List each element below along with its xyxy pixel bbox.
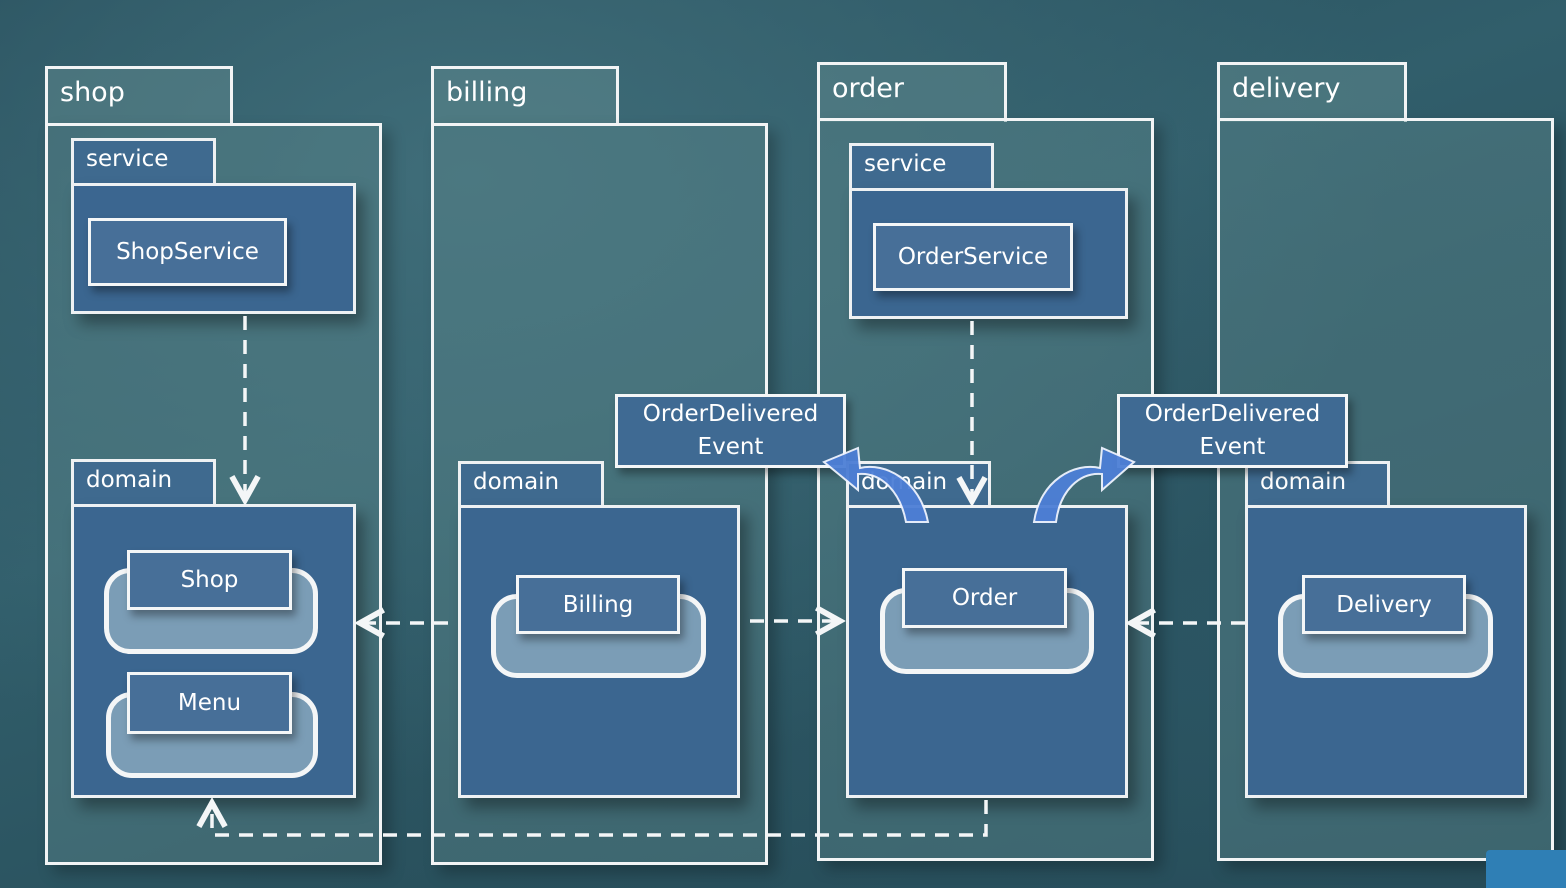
corner-control-button[interactable] — [1486, 850, 1566, 888]
subpackage-label-shop-service: service — [86, 146, 169, 172]
package-label-order: order — [832, 73, 904, 104]
event-label-line1: OrderDelivered — [1144, 401, 1321, 427]
subpackage-tab-order-service: service — [849, 143, 994, 191]
event-order-delivered-left: OrderDelivered Event — [615, 394, 846, 468]
package-tab-delivery: delivery — [1217, 62, 1407, 122]
package-label-shop: shop — [60, 77, 125, 108]
event-label-line1: OrderDelivered — [642, 401, 819, 427]
package-label-billing: billing — [446, 77, 528, 108]
class-delivery: Delivery — [1302, 575, 1466, 634]
subpackage-label-order-service: service — [864, 151, 947, 177]
event-label-line2: Event — [1199, 434, 1266, 460]
package-tab-order: order — [817, 62, 1007, 122]
curved-arrow-right-icon — [1032, 446, 1136, 523]
arrow-order-to-shop — [212, 800, 988, 837]
class-menu: Menu — [127, 672, 292, 734]
class-shop: Shop — [127, 550, 292, 610]
package-tab-billing: billing — [431, 66, 619, 126]
event-order-delivered-right: OrderDelivered Event — [1117, 394, 1348, 468]
subpackage-label-delivery-domain: domain — [1260, 469, 1347, 495]
subpackage-tab-billing-domain: domain — [458, 461, 604, 509]
package-label-delivery: delivery — [1232, 73, 1341, 104]
class-order: Order — [902, 568, 1067, 628]
curved-arrow-left-icon — [822, 446, 930, 523]
class-billing: Billing — [516, 575, 680, 634]
package-tab-shop: shop — [45, 66, 233, 126]
class-order-service: OrderService — [873, 223, 1073, 291]
subpackage-tab-shop-domain: domain — [71, 459, 216, 507]
event-label-line2: Event — [697, 434, 764, 460]
class-shop-service: ShopService — [88, 218, 287, 286]
subpackage-label-billing-domain: domain — [473, 469, 560, 495]
subpackage-label-shop-domain: domain — [86, 467, 173, 493]
subpackage-tab-delivery-domain: domain — [1245, 461, 1390, 509]
subpackage-tab-shop-service: service — [71, 138, 216, 186]
